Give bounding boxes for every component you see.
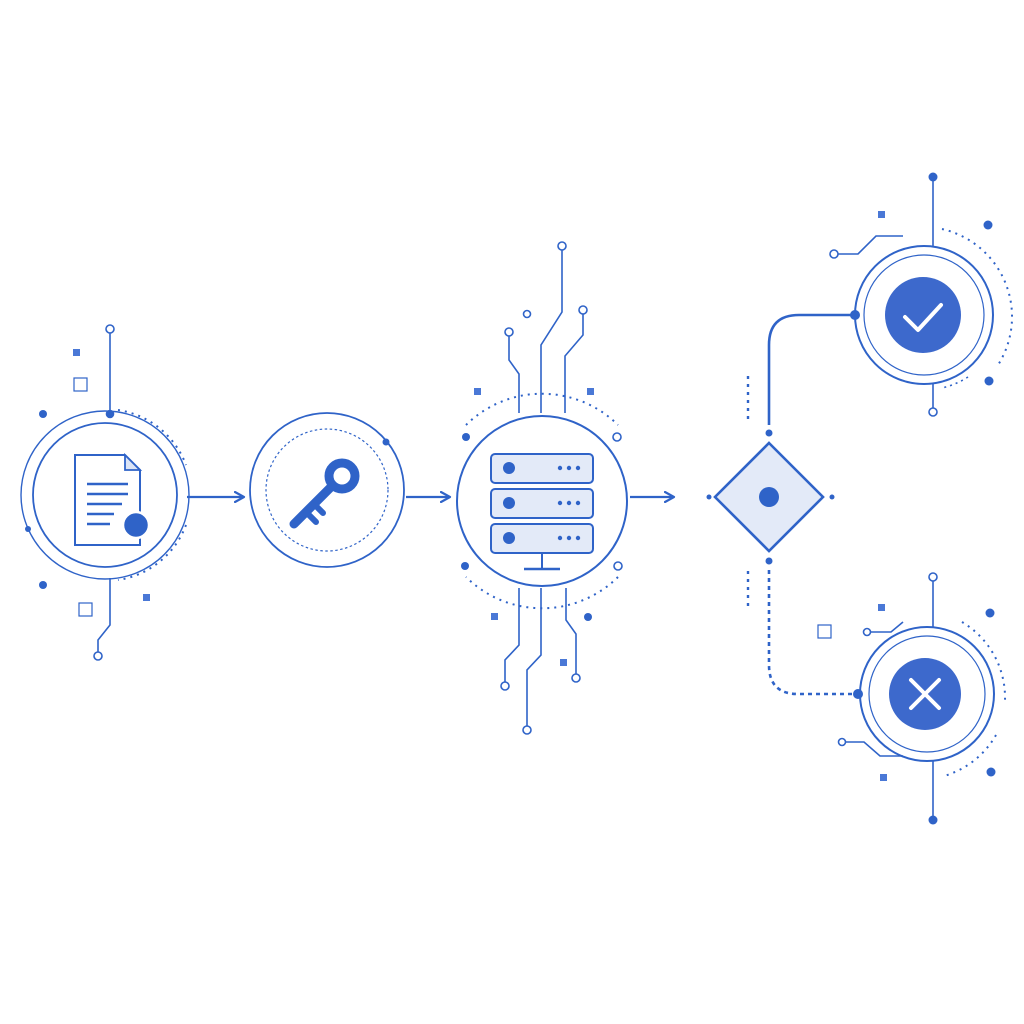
edge-decision-to-approved: [767, 313, 855, 425]
server-ring: [456, 415, 628, 587]
document-node-dot-bottom: [93, 651, 103, 661]
approved-dotted-arc: [941, 376, 969, 389]
decision-dot: [706, 494, 712, 500]
document-circuit-bottom: [97, 578, 111, 652]
rejected-node-dot: [862, 627, 872, 637]
rejected-node-dot: [837, 737, 847, 747]
key-inner-ring: [265, 428, 389, 552]
decor-square-filled: [878, 211, 885, 218]
decor-square-outline: [78, 602, 93, 617]
edge-decision-to-rejected: [767, 570, 857, 696]
approved-circuit-left: [838, 235, 903, 255]
rejected-dotted-arc: [961, 621, 1007, 701]
decor-square-outline: [817, 624, 832, 639]
server-circuit-top: [564, 314, 584, 413]
rejected-circuit-left: [871, 621, 904, 633]
server-node-dot: [612, 432, 622, 442]
key-node: [249, 412, 405, 568]
x-mark-icon: [889, 658, 961, 730]
server-node: [456, 241, 628, 735]
server-circuit-bottom: [504, 588, 520, 682]
decision-dot: [829, 494, 835, 500]
rejected-dot: [985, 608, 995, 618]
document-dot-left-bottom: [39, 581, 47, 589]
decor-square-filled: [880, 774, 887, 781]
decor-square-filled: [73, 349, 80, 356]
approved-outer-ring: [854, 245, 994, 385]
document-inner-ring: [32, 422, 178, 568]
approved-dot-top: [928, 172, 938, 182]
server-dot: [584, 613, 592, 621]
document-icon: [74, 452, 151, 546]
server-node-dot: [500, 681, 510, 691]
server-node-dot: [578, 305, 588, 315]
approved-dot: [984, 376, 994, 386]
server-dotted-arc-top: [465, 392, 619, 426]
decision-dot: [765, 557, 773, 565]
rejected-inner-ring: [868, 635, 986, 753]
server-dot: [462, 433, 470, 441]
approved-node-dot: [928, 407, 938, 417]
decision-dot: [765, 429, 773, 437]
rejected-node-dot: [928, 572, 938, 582]
decor-square-outline: [73, 377, 88, 392]
server-circuit-bottom: [565, 588, 577, 674]
rejected-dot-bottom: [928, 815, 938, 825]
decor-square-filled: [587, 388, 594, 395]
server-node-dot: [522, 725, 532, 735]
checkmark-icon: [885, 277, 961, 353]
server-circuit-bottom: [526, 588, 542, 726]
server-circuit-top: [508, 336, 520, 413]
rejected-node: [817, 572, 1007, 825]
document-node-dot-ring: [105, 409, 115, 419]
key-outer-ring: [249, 412, 405, 568]
document-node-dot-top: [105, 324, 115, 334]
decor-square-filled: [474, 388, 481, 395]
approved-node-dot: [829, 249, 839, 259]
server-node-dot: [504, 327, 514, 337]
server-node-dot: [522, 309, 532, 319]
decor-square-filled: [491, 613, 498, 620]
decor-square-filled: [878, 604, 885, 611]
approved-dot: [983, 220, 993, 230]
document-node: [20, 324, 190, 661]
decor-square-filled: [560, 659, 567, 666]
approved-dotted-arc: [941, 228, 1013, 366]
server-circuit-top: [540, 250, 563, 413]
rejected-circuit-left: [846, 741, 903, 757]
server-dotted-arc-bottom: [465, 576, 619, 610]
server-dot: [461, 562, 469, 570]
document-outer-ring: [20, 410, 190, 580]
server-node-dot: [613, 561, 623, 571]
document-dotted-arc-top: [117, 409, 187, 466]
document-dot-ring-left: [25, 526, 31, 532]
key-icon: [289, 458, 360, 529]
key-ring-dot: [382, 438, 390, 446]
decision-node: [706, 376, 835, 606]
approved-node: [829, 172, 1013, 417]
server-icon: [490, 453, 594, 571]
decision-center-dot: [759, 487, 779, 507]
server-node-dot: [557, 241, 567, 251]
document-dot-left-top: [39, 410, 47, 418]
server-node-dot: [571, 673, 581, 683]
decor-square-filled: [143, 594, 150, 601]
edge-end-dot: [853, 689, 863, 699]
rejected-dot: [986, 767, 996, 777]
approved-inner-ring: [863, 254, 985, 376]
rejected-outer-ring: [859, 626, 995, 762]
